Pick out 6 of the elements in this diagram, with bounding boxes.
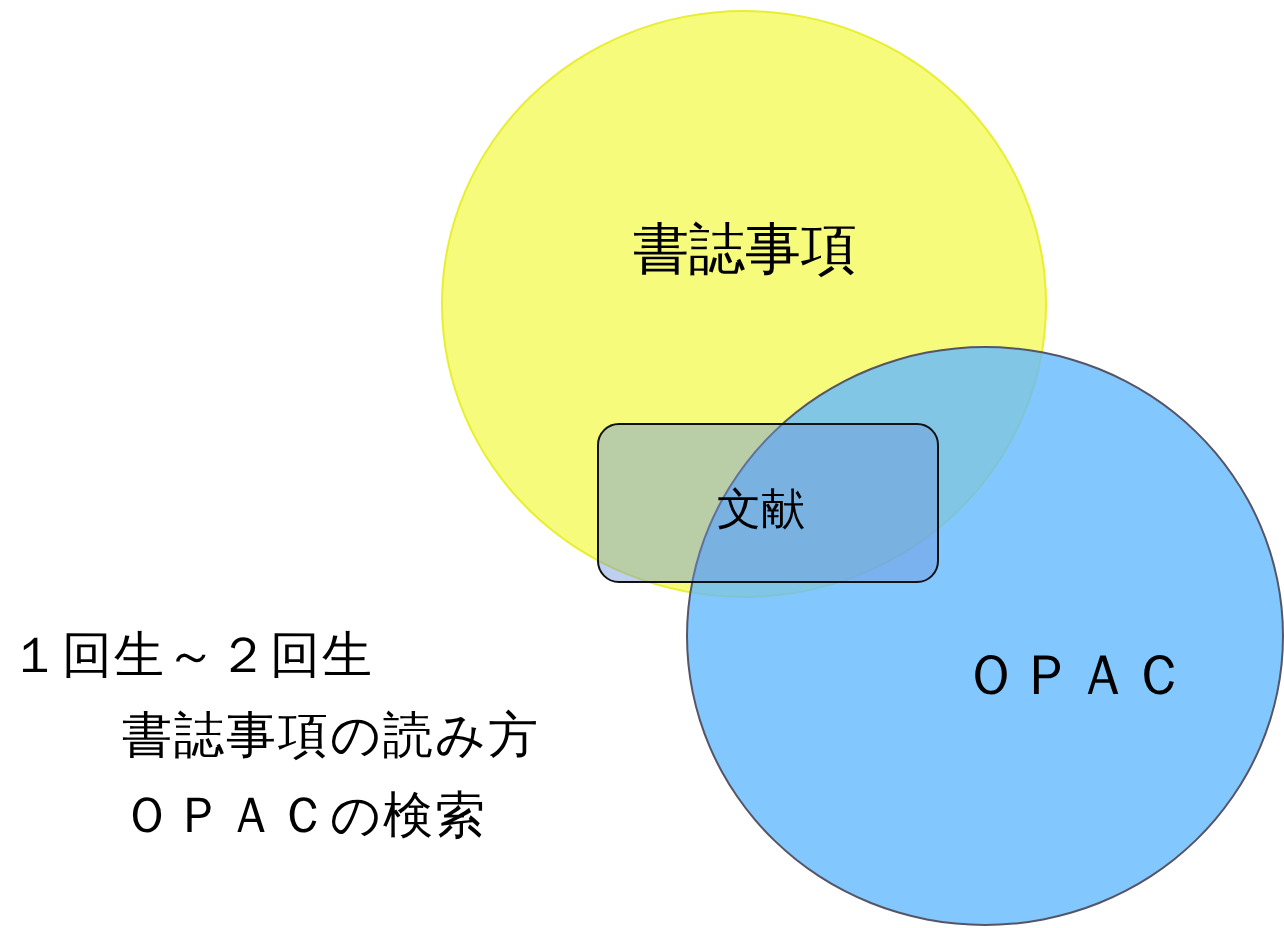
set-label: 書誌事項 <box>633 215 857 283</box>
heading-text: １回生～２回生 <box>10 625 374 686</box>
note-text: ＯＰＡＣの検索 <box>122 785 487 846</box>
note-text: 書誌事項の読み方 <box>122 705 540 766</box>
set-label: ＯＰＡＣ <box>963 641 1187 709</box>
set-label: 文献 <box>717 482 805 536</box>
